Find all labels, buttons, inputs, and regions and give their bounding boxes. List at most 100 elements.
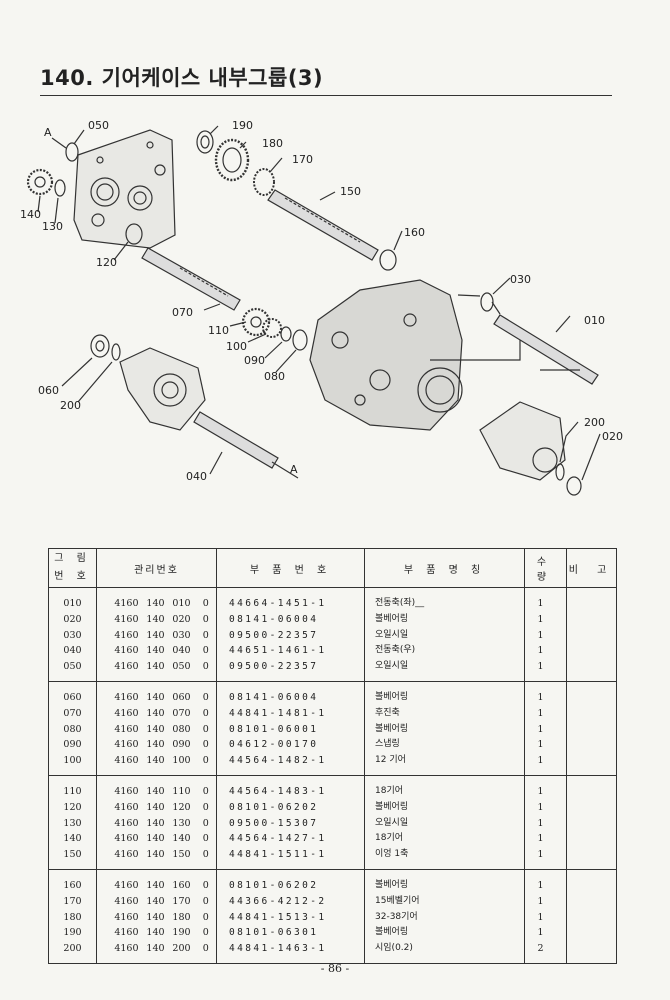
revision-cell: 0 <box>195 893 217 910</box>
revision-cell: 0 <box>195 737 217 754</box>
shaft-040 <box>193 411 279 469</box>
part-number-cell: 44841-1481-1 <box>216 705 365 722</box>
fig-no-cell: 150 <box>48 847 97 870</box>
revision-cell: 0 <box>195 681 217 706</box>
quantity-cell: 1 <box>524 587 567 612</box>
revision-cell: 0 <box>195 705 217 722</box>
fig-no-cell: 190 <box>48 925 97 942</box>
callout-200-right: 200 <box>584 416 605 429</box>
quantity-cell: 1 <box>524 737 567 754</box>
header-mgmt-no: 관리번호 <box>96 548 217 588</box>
page-title: 140. 기어케이스 내부그룹(3) <box>40 66 324 90</box>
callout-120: 120 <box>96 256 117 269</box>
item-code-cell: 010 <box>172 598 191 609</box>
part-name-cell: 전동축(좌)__ <box>364 587 525 612</box>
callout-170: 170 <box>292 153 313 166</box>
callout-080: 080 <box>264 370 285 383</box>
fig-no-cell: 020 <box>48 611 97 628</box>
fig-no-cell: 090 <box>48 737 97 754</box>
shim-200-left <box>111 343 121 361</box>
fig-no-cell: 040 <box>48 643 97 660</box>
remarks-cell <box>566 847 617 870</box>
remarks-cell <box>566 627 617 644</box>
part-number-cell: 44841-1463-1 <box>216 941 365 964</box>
remarks-cell <box>566 925 617 942</box>
revision-cell: 0 <box>195 815 217 832</box>
part-name-cell: 오일시일 <box>364 815 525 832</box>
seal-050 <box>65 142 79 162</box>
remarks-cell <box>566 799 617 816</box>
item-code-cell: 120 <box>172 801 191 813</box>
callout-110: 110 <box>208 324 229 337</box>
parts-table: 그 림 번 호 관리번호 부 품 번 호 부 품 명 칭 수 량 비 고 010… <box>48 548 617 964</box>
revision-cell: 0 <box>195 643 217 660</box>
fig-no-cell: 060 <box>48 681 97 706</box>
remarks-cell <box>566 659 617 682</box>
bearing-060 <box>90 334 110 358</box>
shaft-150 <box>267 189 379 261</box>
callout-010: 010 <box>584 314 605 327</box>
group-code-cell: 140 <box>146 723 165 735</box>
fig-no-cell: 010 <box>48 587 97 612</box>
bearing-020 <box>566 476 582 496</box>
callout-060: 060 <box>38 384 59 397</box>
part-number-cell: 04612-00170 <box>216 737 365 754</box>
part-name-cell: 오일시일 <box>364 627 525 644</box>
part-name-cell: 볼베어링 <box>364 925 525 942</box>
revision-cell: 0 <box>195 909 217 926</box>
group-code-cell: 140 <box>146 895 165 907</box>
revision-cell: 0 <box>195 721 217 738</box>
mgmt-code-cell: 4160 <box>96 737 144 754</box>
callout-200-left: 200 <box>60 399 81 412</box>
mgmt-code-cell: 4160 <box>96 869 144 894</box>
part-number-cell: 09500-22357 <box>216 627 365 644</box>
part-name-cell: 전동축(우) <box>364 643 525 660</box>
part-number-cell: 08101-06202 <box>216 799 365 816</box>
callout-140: 140 <box>20 208 41 221</box>
table-header-row: 그 림 번 호 관리번호 부 품 번 호 부 품 명 칭 수 량 비 고 <box>48 548 617 588</box>
page-number: - 86 - <box>320 962 350 975</box>
callout-a-bottom: A <box>290 463 298 476</box>
seal-030 <box>480 292 494 312</box>
mgmt-code-cell: 4160 <box>96 627 144 644</box>
item-code-cell: 100 <box>167 753 196 776</box>
item-code-cell: 070 <box>172 707 191 719</box>
item-code-cell: 030 <box>172 629 191 641</box>
remarks-cell <box>566 587 617 612</box>
callout-130: 130 <box>42 220 63 233</box>
quantity-cell: 1 <box>524 721 567 738</box>
callout-030: 030 <box>510 273 531 286</box>
part-name-cell: 볼베어링 <box>364 799 525 816</box>
remarks-cell <box>566 681 617 706</box>
group-code-cell: 140 <box>146 785 165 797</box>
fig-no-cell: 200 <box>48 941 97 964</box>
header-part-name: 부 품 명 칭 <box>364 548 525 588</box>
fig-no-cell: 170 <box>48 893 97 910</box>
mgmt-code-cell: 4160 <box>96 643 144 660</box>
item-code-cell: 080 <box>172 723 191 735</box>
seal-130 <box>54 179 66 197</box>
callout-040: 040 <box>186 470 207 483</box>
fig-no-cell: 140 <box>48 831 97 848</box>
quantity-cell: 1 <box>524 753 567 776</box>
revision-cell: 0 <box>195 799 217 816</box>
mgmt-code-cell: 4160 <box>96 893 144 910</box>
title-rule <box>40 95 612 96</box>
fig-no-cell: 110 <box>48 775 97 800</box>
part-number-cell: 09500-15307 <box>216 815 365 832</box>
quantity-cell: 1 <box>524 611 567 628</box>
revision-cell: 0 <box>195 847 217 870</box>
part-name-cell: 후진축 <box>364 705 525 722</box>
callout-090: 090 <box>244 354 265 367</box>
